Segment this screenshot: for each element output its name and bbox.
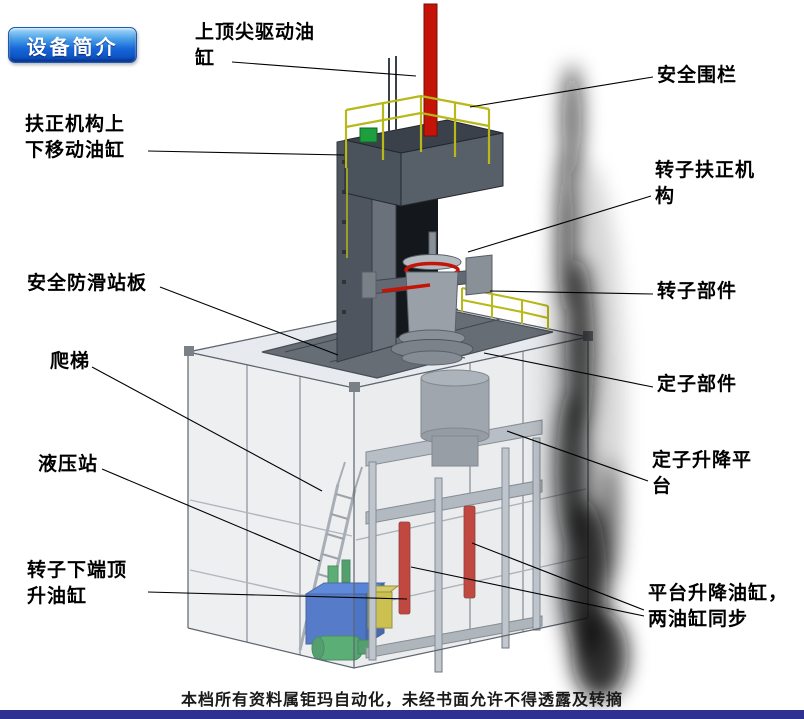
leader-line [231, 61, 417, 77]
leader-line [159, 286, 339, 356]
title-badge: 设备简介 [8, 27, 137, 63]
callout-stator-lift-platform: 定子升降平 台 [652, 450, 753, 498]
platform-lift-cylinders-illustration [398, 505, 476, 615]
leader-line [506, 430, 649, 482]
callout-ladder: 爬梯 [50, 351, 91, 372]
callout-antislip-platform: 安全防滑站板 [27, 273, 148, 294]
ink-smudge [545, 65, 628, 700]
callout-top-tip-cylinder: 上顶尖驱动油 缸 [195, 22, 316, 70]
callout-centering-updown-cylinder: 扶正机构上 下移动油缸 [25, 114, 126, 162]
leader-line [469, 76, 654, 108]
confidentiality-note: 本档所有资料属钜玛自动化，未经书面允许不得透露及转摘 [180, 692, 623, 709]
leader-lines [91, 61, 654, 617]
leader-line [471, 542, 645, 611]
callout-safety-fence: 安全围栏 [657, 65, 738, 86]
callout-stator-parts: 定子部件 [657, 374, 738, 395]
leader-line [467, 195, 652, 253]
leader-line [483, 352, 654, 388]
rotor-illustration [361, 231, 493, 366]
callout-rotor-bottom-jack-cylinder: 转子下端顶 升油缸 [27, 560, 128, 608]
callout-rotor-parts: 转子部件 [657, 281, 738, 302]
stator-illustration [420, 369, 490, 467]
enclosure-front [184, 302, 593, 669]
callout-platform-lift-cylinders: 平台升降油缸， 两油缸同步 [648, 583, 789, 631]
leader-line [91, 366, 323, 492]
safety-fence-illustration [344, 94, 491, 258]
leader-line [489, 290, 654, 295]
callout-hydraulic-station: 液压站 [38, 454, 99, 475]
bottom-accent-bar [0, 710, 804, 719]
leader-line [410, 566, 645, 617]
leader-line [147, 591, 408, 600]
callout-rotor-centering-mechanism: 转子扶正机 构 [655, 160, 756, 208]
leader-line [101, 468, 321, 562]
leader-line [147, 150, 345, 156]
top-drive-cylinder-illustration [388, 3, 438, 138]
